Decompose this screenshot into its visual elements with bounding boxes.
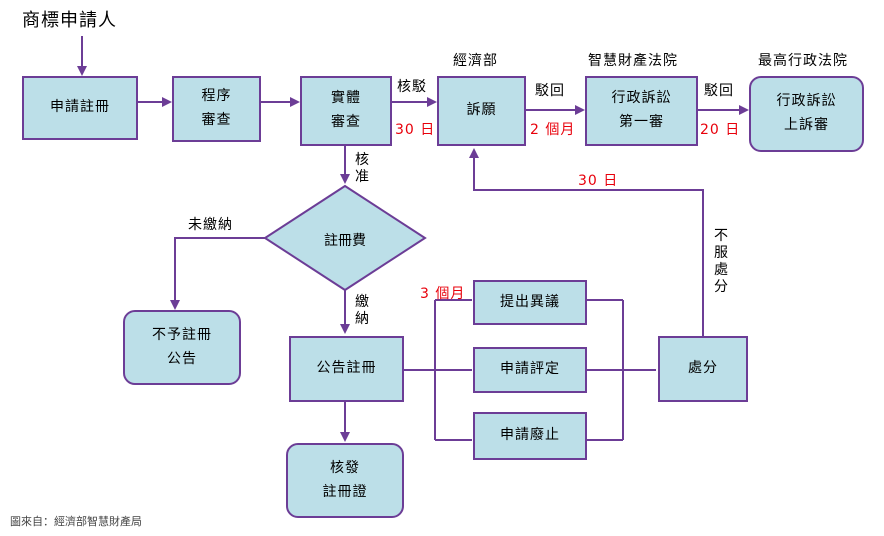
opposition-label: 提出異議 <box>500 293 560 310</box>
disagree-char-4: 分 <box>714 279 728 295</box>
publish-box: 公告註冊 <box>289 336 404 402</box>
admin-appeal-label-line2: 上訴審 <box>784 117 829 133</box>
edge-label-disagree: 不 服 處 分 <box>713 228 729 296</box>
substantive-label-line2: 審查 <box>331 114 361 130</box>
publish-label: 公告註冊 <box>316 360 377 377</box>
admin-first-label-line1: 行政訴訟 <box>611 90 672 107</box>
arrow-disposition-to-appeal <box>469 148 704 336</box>
org-label-supreme-admin: 最高行政法院 <box>758 53 848 69</box>
substantive-box: 實體 審查 <box>300 76 392 146</box>
procedure-box: 程序 審查 <box>172 76 261 142</box>
disagree-char-1: 不 <box>714 228 728 244</box>
opposition-box: 提出異議 <box>473 280 587 325</box>
applicant-title: 商標申請人 <box>22 10 117 31</box>
apply-box: 申請註冊 <box>22 76 138 140</box>
org-label-moea: 經濟部 <box>453 53 498 69</box>
cancellation-box: 申請廢止 <box>473 412 587 460</box>
approve-char-1: 核 <box>355 152 369 168</box>
edge-label-20-days: 20 日 <box>700 122 741 138</box>
disposition-box: 處分 <box>658 336 748 402</box>
org-label-ip-court: 智慧財產法院 <box>588 53 678 69</box>
procedure-label-line2: 審查 <box>201 112 232 128</box>
edge-label-reject-3: 駁回 <box>704 83 734 99</box>
invalidation-label: 申請評定 <box>500 361 560 378</box>
admin-first-box: 行政訴訟 第一審 <box>585 76 698 146</box>
admin-first-label-line2: 第一審 <box>619 114 664 130</box>
disposition-label: 處分 <box>688 360 718 377</box>
arrow-fee-to-not-register <box>170 237 265 310</box>
certificate-label-line2: 註冊證 <box>322 483 368 500</box>
certificate-label-line1: 核發 <box>330 459 360 476</box>
substantive-label-line1: 實體 <box>331 90 361 107</box>
edge-label-unpaid: 未繳納 <box>188 217 233 233</box>
source-caption: 圖來自：經濟部智慧財產局 <box>10 515 142 528</box>
apply-label: 申請註冊 <box>50 99 110 116</box>
edge-label-2-months: 2 個月 <box>530 122 576 138</box>
appeal-box: 訴願 <box>437 76 526 146</box>
edge-label-30-days-a: 30 日 <box>395 122 436 138</box>
procedure-label-line1: 程序 <box>201 88 232 105</box>
invalidation-box: 申請評定 <box>473 347 587 393</box>
not-register-label-line1: 不予註冊 <box>152 326 212 343</box>
cancellation-label: 申請廢止 <box>500 427 560 444</box>
approve-char-2: 准 <box>355 169 369 185</box>
admin-appeal-label-line1: 行政訴訟 <box>776 93 837 110</box>
admin-appeal-box: 行政訴訟 上訴審 <box>749 76 864 152</box>
edge-label-3-months: 3 個月 <box>420 286 466 302</box>
paid-char-1: 繳 <box>355 294 369 310</box>
disagree-char-2: 服 <box>714 245 728 261</box>
edge-label-reject-2: 駁回 <box>535 83 565 99</box>
not-register-label-line2: 公告 <box>167 350 197 367</box>
edge-label-paid: 繳 納 <box>354 294 370 328</box>
edge-label-approve: 核 准 <box>354 152 370 186</box>
edge-label-30-days-b: 30 日 <box>578 173 619 189</box>
fee-label: 註冊費 <box>324 233 366 249</box>
certificate-box: 核發 註冊證 <box>286 443 404 518</box>
not-register-box: 不予註冊 公告 <box>123 310 241 385</box>
edge-label-reject-1: 核駁 <box>397 79 427 95</box>
appeal-label: 訴願 <box>466 102 497 119</box>
disagree-char-3: 處 <box>714 262 728 278</box>
paid-char-2: 納 <box>355 311 369 327</box>
